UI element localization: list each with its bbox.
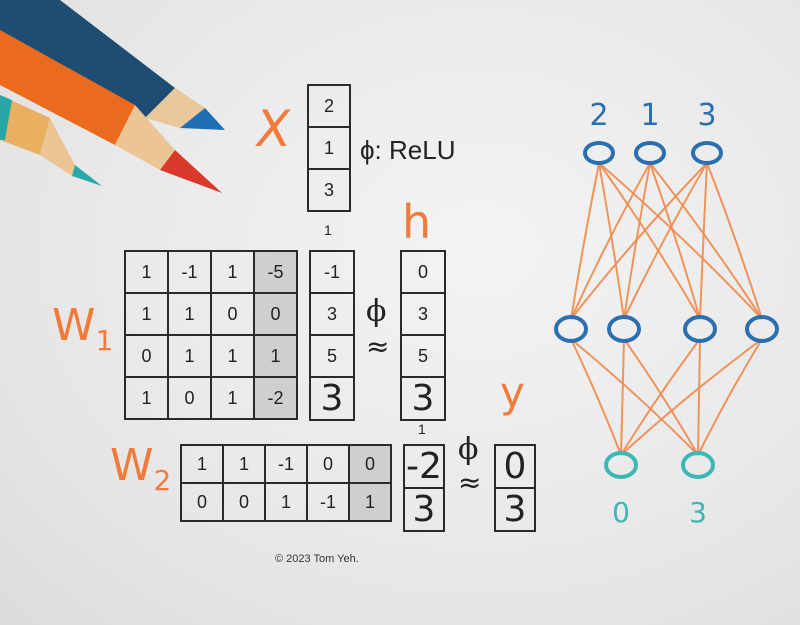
h-cell: 3 [400,292,446,336]
x-cell: 3 [307,168,351,212]
w1-cell: 1 [167,334,212,378]
w2-matrix: 1 1 -1 0 0 0 0 1 -1 1 [180,444,392,522]
w1-bias-cell: 0 [253,292,298,336]
w1-cell: 1 [210,250,255,294]
w1-cell: 1 [124,292,169,336]
w1-output-cell: -1 [309,250,355,294]
w1-cell: 1 [210,334,255,378]
w2-cell: 0 [306,444,350,484]
phi-symbol-1: ϕ [366,294,387,329]
w2-cell: -1 [264,444,308,484]
phi-symbol-2: ϕ [458,432,479,467]
approx-symbol-2: ≈ [458,466,482,499]
bias-one-h: 1 [418,421,426,437]
h-vector: 0 3 5 3 [400,250,446,421]
w1-cell: 1 [124,250,169,294]
w2-bias-cell: 0 [348,444,392,484]
w1-output-cell: 3 [309,292,355,336]
approx-symbol-1: ≈ [366,330,390,363]
w1-cell: 0 [210,292,255,336]
w1-output-vector: -1 3 5 3 [309,250,355,421]
bias-one-x: 1 [324,222,332,238]
y-vector: 0 3 [494,444,536,532]
relu-activation-label: ϕ: ReLU [360,135,456,165]
w1-bias-cell: -5 [253,250,298,294]
w1-label: W1 [52,300,114,357]
w1-matrix: 1 -1 1 -5 1 1 0 0 0 1 1 1 1 0 1 -2 [124,250,298,420]
w2-output-vector: -2 3 [403,444,445,532]
w2-output-cell: -2 [403,444,445,489]
w1-bias-cell: 1 [253,334,298,378]
x-vector: 2 1 3 [307,84,351,212]
w1-cell: 0 [124,334,169,378]
w2-cell: 1 [180,444,224,484]
y-cell: 3 [494,487,536,532]
h-label: h [402,195,432,249]
teal-pencil-icon [0,95,102,186]
w2-cell: 0 [222,482,266,522]
h-cell: 3 [400,376,446,421]
w2-cell: 0 [180,482,224,522]
w2-output-cell: 3 [403,487,445,532]
w1-cell: 1 [167,292,212,336]
w1-cell: 0 [167,376,212,420]
x-cell: 2 [307,84,351,128]
w1-output-cell: 3 [309,376,355,421]
w1-bias-cell: -2 [253,376,298,420]
y-label: y [500,368,525,417]
h-cell: 5 [400,334,446,378]
w2-bias-cell: 1 [348,482,392,522]
w1-output-cell: 5 [309,334,355,378]
w1-cell: -1 [167,250,212,294]
blue-pencil-icon [0,0,225,130]
y-cell: 0 [494,444,536,489]
w2-label: W2 [110,440,172,497]
x-cell: 1 [307,126,351,170]
orange-pencil-icon [0,30,222,193]
w2-cell: -1 [306,482,350,522]
w2-cell: 1 [222,444,266,484]
w2-cell: 1 [264,482,308,522]
w1-cell: 1 [124,376,169,420]
copyright-text: © 2023 Tom Yeh. [275,553,359,565]
w1-cell: 1 [210,376,255,420]
h-cell: 0 [400,250,446,294]
